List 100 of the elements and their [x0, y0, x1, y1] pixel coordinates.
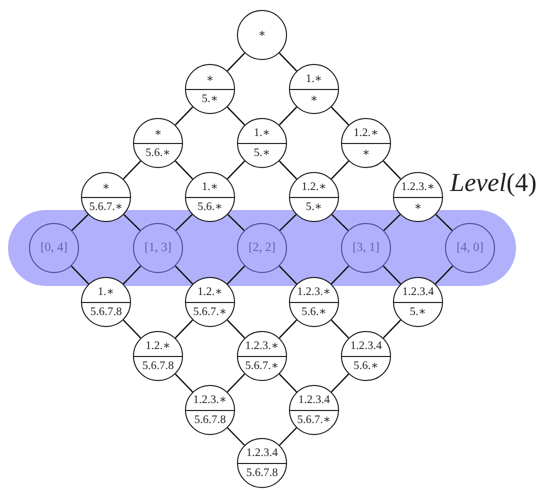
connector-line: [174, 374, 194, 392]
upper-label: 1.∗: [304, 73, 324, 86]
lower-label: 5.6.7.8: [89, 306, 123, 319]
lattice-circle: [185, 385, 235, 435]
upper-label: 1.2.3.∗: [296, 286, 332, 299]
connector-line: [278, 320, 298, 338]
lattice-circle: [237, 223, 287, 273]
connector-line: [122, 320, 142, 338]
upper-label: ∗: [101, 181, 111, 194]
lower-label: 5.6.∗: [352, 360, 380, 373]
lattice-circle: [341, 223, 391, 273]
connector-line: [279, 427, 297, 446]
lattice-circle: [289, 172, 339, 222]
node-label: [1, 3]: [143, 241, 173, 254]
connector-line: [278, 160, 298, 180]
connector-line: [278, 52, 298, 72]
upper-label: 1.2.∗: [300, 181, 328, 194]
lower-label: 5.6.7.∗: [88, 201, 124, 214]
lattice-circle: [341, 331, 391, 381]
lattice-circle: [289, 64, 339, 114]
connector-line: [123, 214, 141, 231]
lattice-circle: [237, 118, 287, 168]
lower-label: 5.6.7.8: [193, 414, 227, 427]
lattice-circle: [445, 223, 495, 273]
lower-label: 5.6.7.∗: [244, 360, 280, 373]
upper-label: 1.2.∗: [352, 127, 380, 140]
upper-label: 1.2.3.4: [349, 340, 383, 353]
connector-line: [382, 320, 402, 338]
node-label: ∗: [257, 28, 267, 41]
connector-line: [330, 266, 350, 284]
lattice-circle: [81, 172, 131, 222]
connector-line: [331, 214, 349, 231]
connector-line: [278, 106, 298, 126]
connector-line: [174, 106, 194, 126]
connector-line: [122, 160, 142, 180]
connector-line: [382, 160, 402, 180]
connector-line: [278, 266, 298, 284]
upper-label: 1.∗: [96, 286, 116, 299]
connector-line: [71, 214, 89, 231]
connector-line: [226, 106, 246, 126]
lower-label: 5.6.∗: [196, 201, 224, 214]
lower-label: 5.∗: [200, 93, 220, 106]
upper-label: 1.2.∗: [196, 286, 224, 299]
connector-line: [330, 320, 350, 338]
connector-line: [122, 266, 142, 284]
connector-line: [382, 266, 402, 284]
lattice-circle: [341, 118, 391, 168]
connector-line: [226, 266, 246, 284]
node-label: [0, 4]: [39, 241, 69, 254]
upper-label: 1.2.∗: [144, 340, 172, 353]
upper-label: 1.2.3.4: [401, 286, 435, 299]
upper-label: 1.∗: [200, 181, 220, 194]
lattice-circle: [133, 331, 183, 381]
connector-line: [227, 214, 245, 231]
lower-label: 5.6.7.8: [245, 467, 279, 480]
upper-label: 1.2.3.4: [245, 447, 279, 460]
connector-line: [174, 320, 194, 338]
level-label: Level(4): [450, 168, 537, 198]
lattice-circle: [133, 118, 183, 168]
connector-line: [226, 374, 246, 392]
connector-line: [174, 266, 194, 284]
lattice-circle: [81, 277, 131, 327]
lattice-circle: [237, 438, 287, 488]
lower-label: ∗: [413, 201, 423, 214]
lattice-circle: [237, 10, 287, 60]
upper-label: 1.2.3.4: [297, 394, 331, 407]
upper-label: ∗: [205, 73, 215, 86]
connector-line: [226, 52, 246, 72]
lattice-circle: [133, 223, 183, 273]
lattice-circle: [393, 172, 443, 222]
lattice-circle: [393, 277, 443, 327]
connector-line: [383, 214, 401, 231]
connector-line: [70, 266, 90, 284]
upper-label: ∗: [153, 127, 163, 140]
connector-line: [175, 214, 193, 231]
lattice-circle: [185, 64, 235, 114]
connector-line: [227, 427, 245, 446]
connector-line: [174, 160, 194, 180]
connector-line: [278, 374, 298, 392]
node-label: [2, 2]: [247, 241, 277, 254]
lower-label: ∗: [361, 147, 371, 160]
lattice-circle: [289, 385, 339, 435]
lattice-circle: [29, 223, 79, 273]
upper-label: 1.2.3.∗: [400, 181, 436, 194]
lattice-circle: [185, 172, 235, 222]
lower-label: 5.6.∗: [300, 306, 328, 319]
connector-line: [226, 160, 246, 180]
lower-label: 5.∗: [304, 201, 324, 214]
lower-label: ∗: [309, 93, 319, 106]
upper-label: 1.2.3.∗: [192, 394, 228, 407]
connector-line: [226, 320, 246, 338]
lower-label: 5.6.7.∗: [296, 414, 332, 427]
lattice-circle: [237, 331, 287, 381]
node-label: [4, 0]: [455, 241, 485, 254]
connector-line: [330, 160, 350, 180]
lower-label: 5.6.∗: [144, 147, 172, 160]
upper-label: 1.∗: [252, 127, 272, 140]
connector-line: [434, 266, 454, 284]
connector-line: [330, 374, 350, 392]
connector-line: [330, 106, 350, 126]
